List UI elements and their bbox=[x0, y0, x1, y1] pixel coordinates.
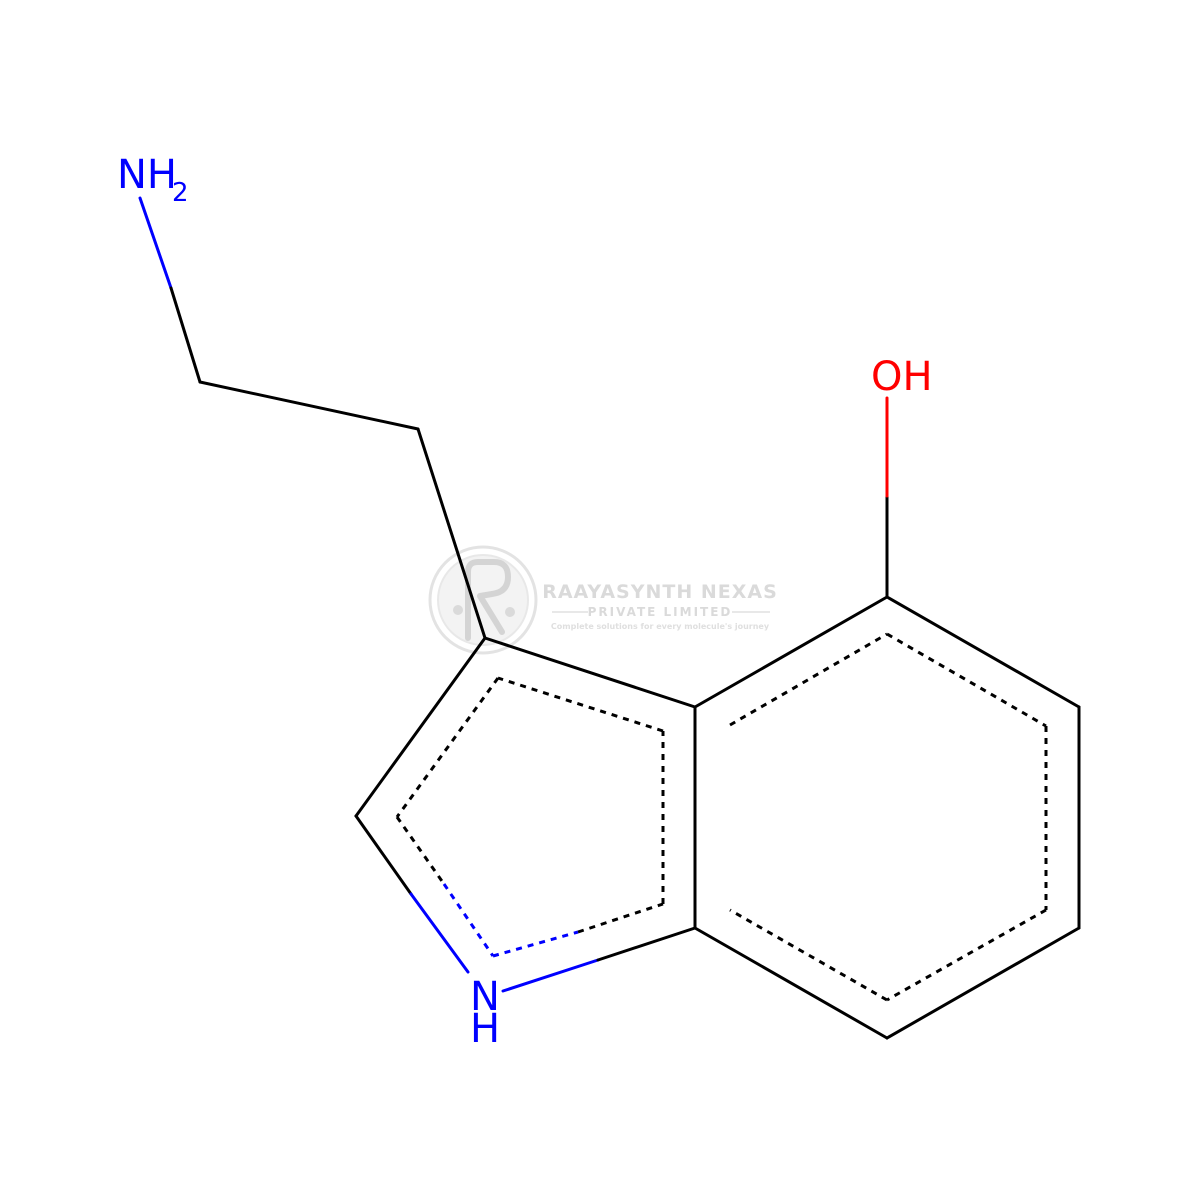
watermark-tagline: Complete solutions for every molecule's … bbox=[551, 622, 770, 631]
aromatic-bond-c2-n-n-half bbox=[442, 883, 495, 957]
aromatic-bond-c2-n-c-half bbox=[395, 816, 446, 885]
aromatic-bond-c3a-c4 bbox=[729, 632, 888, 727]
aromatic-bond-c7-c7a bbox=[729, 908, 888, 1002]
bond-c2-n-c-half bbox=[354, 814, 413, 896]
bond-c2-n-n-half bbox=[409, 892, 470, 974]
watermark-subtitle: PRIVATE LIMITED bbox=[588, 605, 733, 619]
aromatic-bond-c3-c2 bbox=[395, 677, 500, 818]
atom-labels: NH 2 OH N H bbox=[117, 152, 933, 1052]
aromatic-bond-c4-c5 bbox=[886, 632, 1047, 728]
bond-c7-c7a bbox=[693, 926, 889, 1040]
bonds bbox=[138, 196, 1081, 1040]
bond-amine-n-half bbox=[138, 196, 173, 290]
watermark-logo-r-icon bbox=[465, 559, 511, 641]
amine-subscript-label: 2 bbox=[172, 178, 189, 208]
bond-ethyl bbox=[198, 380, 420, 431]
bond-ethyl-ring bbox=[416, 427, 487, 640]
amine-nitrogen-label: NH bbox=[117, 152, 177, 198]
bond-c4-c5 bbox=[885, 595, 1081, 709]
bond-c3a-c4 bbox=[693, 595, 889, 709]
ring-nitrogen-label: N bbox=[470, 974, 500, 1020]
watermark-logo-node-icon bbox=[453, 605, 463, 615]
aromatic-bond-n-c7a-n-half bbox=[492, 930, 579, 958]
bond-n-c7a-c-half bbox=[596, 926, 697, 962]
bond-c3-c2 bbox=[354, 636, 487, 818]
bond-n-c7a-n-half bbox=[501, 958, 600, 993]
bond-amine-c-half bbox=[169, 286, 202, 384]
ring-nitrogen-hydrogen-label: H bbox=[470, 1006, 500, 1052]
aromatic-bond-n-c7a-c-half bbox=[577, 902, 664, 934]
watermark-title: RAAYASYNTH NEXAS bbox=[542, 581, 778, 603]
bond-c3-c3a bbox=[483, 636, 697, 709]
watermark: RAAYASYNTH NEXAS PRIVATE LIMITED Complet… bbox=[428, 545, 778, 655]
watermark-logo-outer-ring bbox=[428, 545, 538, 655]
aromatic-bond-c3a-c3 bbox=[497, 676, 664, 733]
aromatic-bond-c6-c7 bbox=[886, 908, 1047, 1002]
hydroxyl-label: OH bbox=[871, 354, 933, 400]
bond-c6-c7 bbox=[885, 926, 1081, 1040]
aromatic-bonds bbox=[395, 632, 1048, 1002]
watermark-logo-node-icon bbox=[505, 607, 515, 617]
